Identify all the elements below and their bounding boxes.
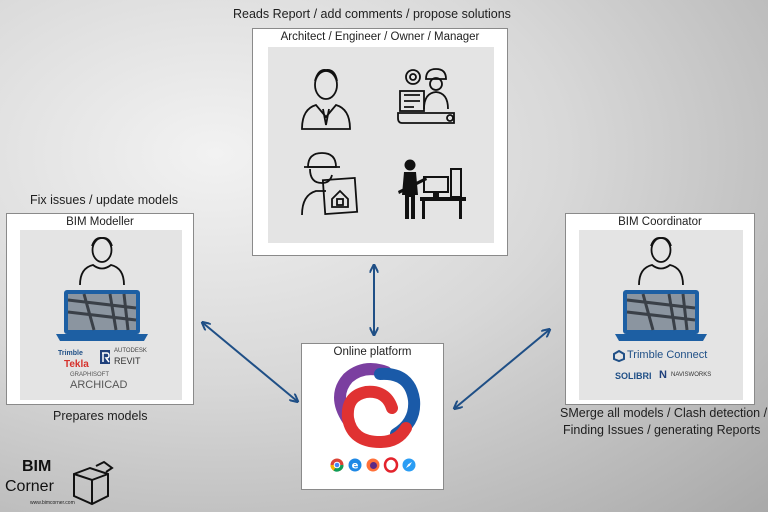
graphisoft-logo-text: GRAPHISOFT [70,372,110,378]
chrome-icon [330,458,344,472]
worker-at-computer-desk-icon [398,159,466,219]
user-icon [638,237,684,286]
logo-bim-text: BIM [22,458,52,475]
arrow-modeller-platform [203,323,297,401]
archicad-logo-text: ARCHICAD [70,379,128,391]
opera-icon [383,457,399,473]
stakeholders-card: Architect / Engineer / Owner / Manager [252,28,508,256]
navisworks-logo-text: NAVISWORKS [671,372,712,378]
architect-with-building-plan-icon [301,152,359,216]
platform-card: Online platform e [301,343,444,490]
bim-corner-logo: BIM Corner www.bimcorner.com [2,458,122,510]
coordinator-panel: Trimble Connect SOLIBRI N NAVISWORKS [579,230,743,400]
tekla-logo-text: Tekla [64,359,89,370]
laptop-icon [56,290,148,341]
logo-corner-text: Corner [5,478,54,495]
trimble-logo-text: Trimble [58,350,83,357]
modeller-card: BIM Modeller Trimble Tekla AUTODESK REVI… [6,213,194,405]
modeller-caption-bottom: Prepares models [53,409,148,423]
coordinator-title: BIM Coordinator [618,216,702,228]
stakeholders-caption: Reads Report / add comments / propose so… [233,7,511,21]
box-logo-icon [73,460,114,506]
stakeholders-title: Architect / Engineer / Owner / Manager [280,31,480,43]
businessman-icon [301,69,351,130]
engineer-with-blueprint-icon [397,68,455,124]
trimble-connect-logo-icon [613,349,625,363]
firefox-icon [366,458,380,472]
coordinator-card: BIM Coordinator Trimble Connect SOLIBRI … [565,213,755,405]
trimble-connect-logo-text: Trimble Connect [627,349,708,361]
stakeholders-panel [268,47,494,243]
platform-title: Online platform [333,346,412,358]
modeller-panel: Trimble Tekla AUTODESK REVIT GRAPHISOFT … [20,230,182,400]
user-icon [79,237,125,286]
solibri-logo-text: SOLIBRI [615,371,652,381]
modeller-caption-top: Fix issues / update models [30,193,178,207]
navisworks-logo-icon: N [659,369,667,381]
logo-url-text: www.bimcorner.com [30,500,75,506]
safari-icon [402,458,416,472]
autodesk-logo-text: AUTODESK [114,348,147,354]
svg-text:e: e [352,461,359,472]
coordinator-caption-line1: SMerge all models / Clash detection / [560,406,768,420]
revit-logo-text: REVIT [114,356,141,366]
revit-logo-icon [100,350,110,364]
coordinator-caption-line2: Finding Issues / generating Reports [563,423,761,437]
edge-icon: e [348,458,362,472]
arrow-coordinator-platform [455,330,549,408]
modeller-title: BIM Modeller [66,216,134,228]
platform-logo-icon [334,363,421,449]
laptop-icon [615,290,707,341]
